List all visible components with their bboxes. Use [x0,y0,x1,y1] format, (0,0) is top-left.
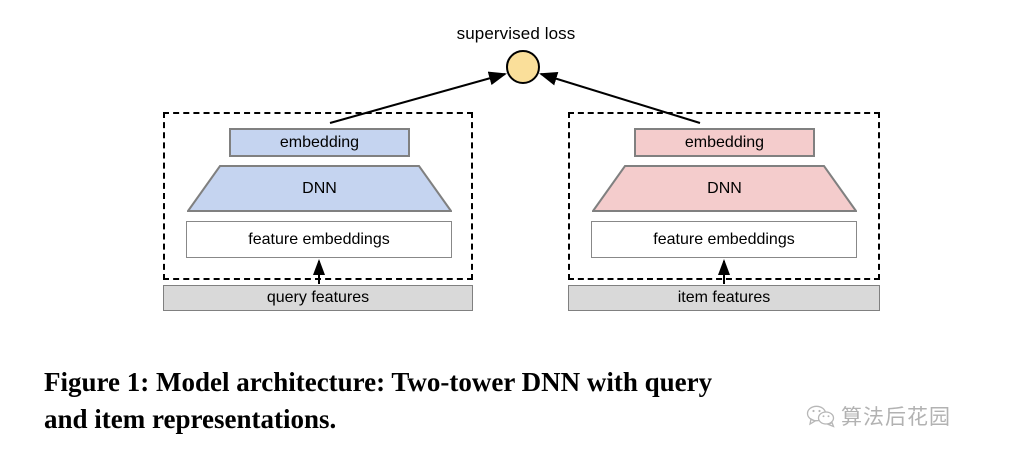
query-dnn-block: DNN [187,165,452,212]
item-embedding-box: embedding [634,128,815,157]
query-features-input-bar: query features [163,285,473,311]
query-feature-embeddings-box: feature embeddings [186,221,452,258]
query-dnn-label: DNN [302,179,337,197]
item-tower-boundary [568,112,880,280]
supervised-loss-label: supervised loss [456,24,576,43]
item-features-input-bar: item features [568,285,880,311]
watermark: 算法后花园 [806,401,951,431]
query-embedding-box: embedding [229,128,410,157]
query-embedding-label: embedding [279,133,360,151]
query-tower-boundary [163,112,473,280]
item-dnn-shape [592,165,857,212]
query-dnn-shape [187,165,452,212]
caption-line-2: and item representations. [44,404,337,434]
item-feature-embeddings-label: feature embeddings [653,230,795,248]
item-embedding-label: embedding [684,133,765,151]
query-feature-embeddings-label: feature embeddings [248,230,390,248]
wechat-icon [806,404,836,428]
figure-caption: Figure 1: Model architecture: Two-tower … [44,364,992,438]
supervised-loss-node [506,50,540,84]
caption-line-1: Figure 1: Model architecture: Two-tower … [44,367,713,397]
item-features-label: item features [677,289,771,306]
query-features-label: query features [266,289,370,306]
watermark-text: 算法后花园 [841,406,951,429]
item-dnn-label: DNN [707,179,742,197]
item-dnn-block: DNN [592,165,857,212]
item-feature-embeddings-box: feature embeddings [591,221,857,258]
